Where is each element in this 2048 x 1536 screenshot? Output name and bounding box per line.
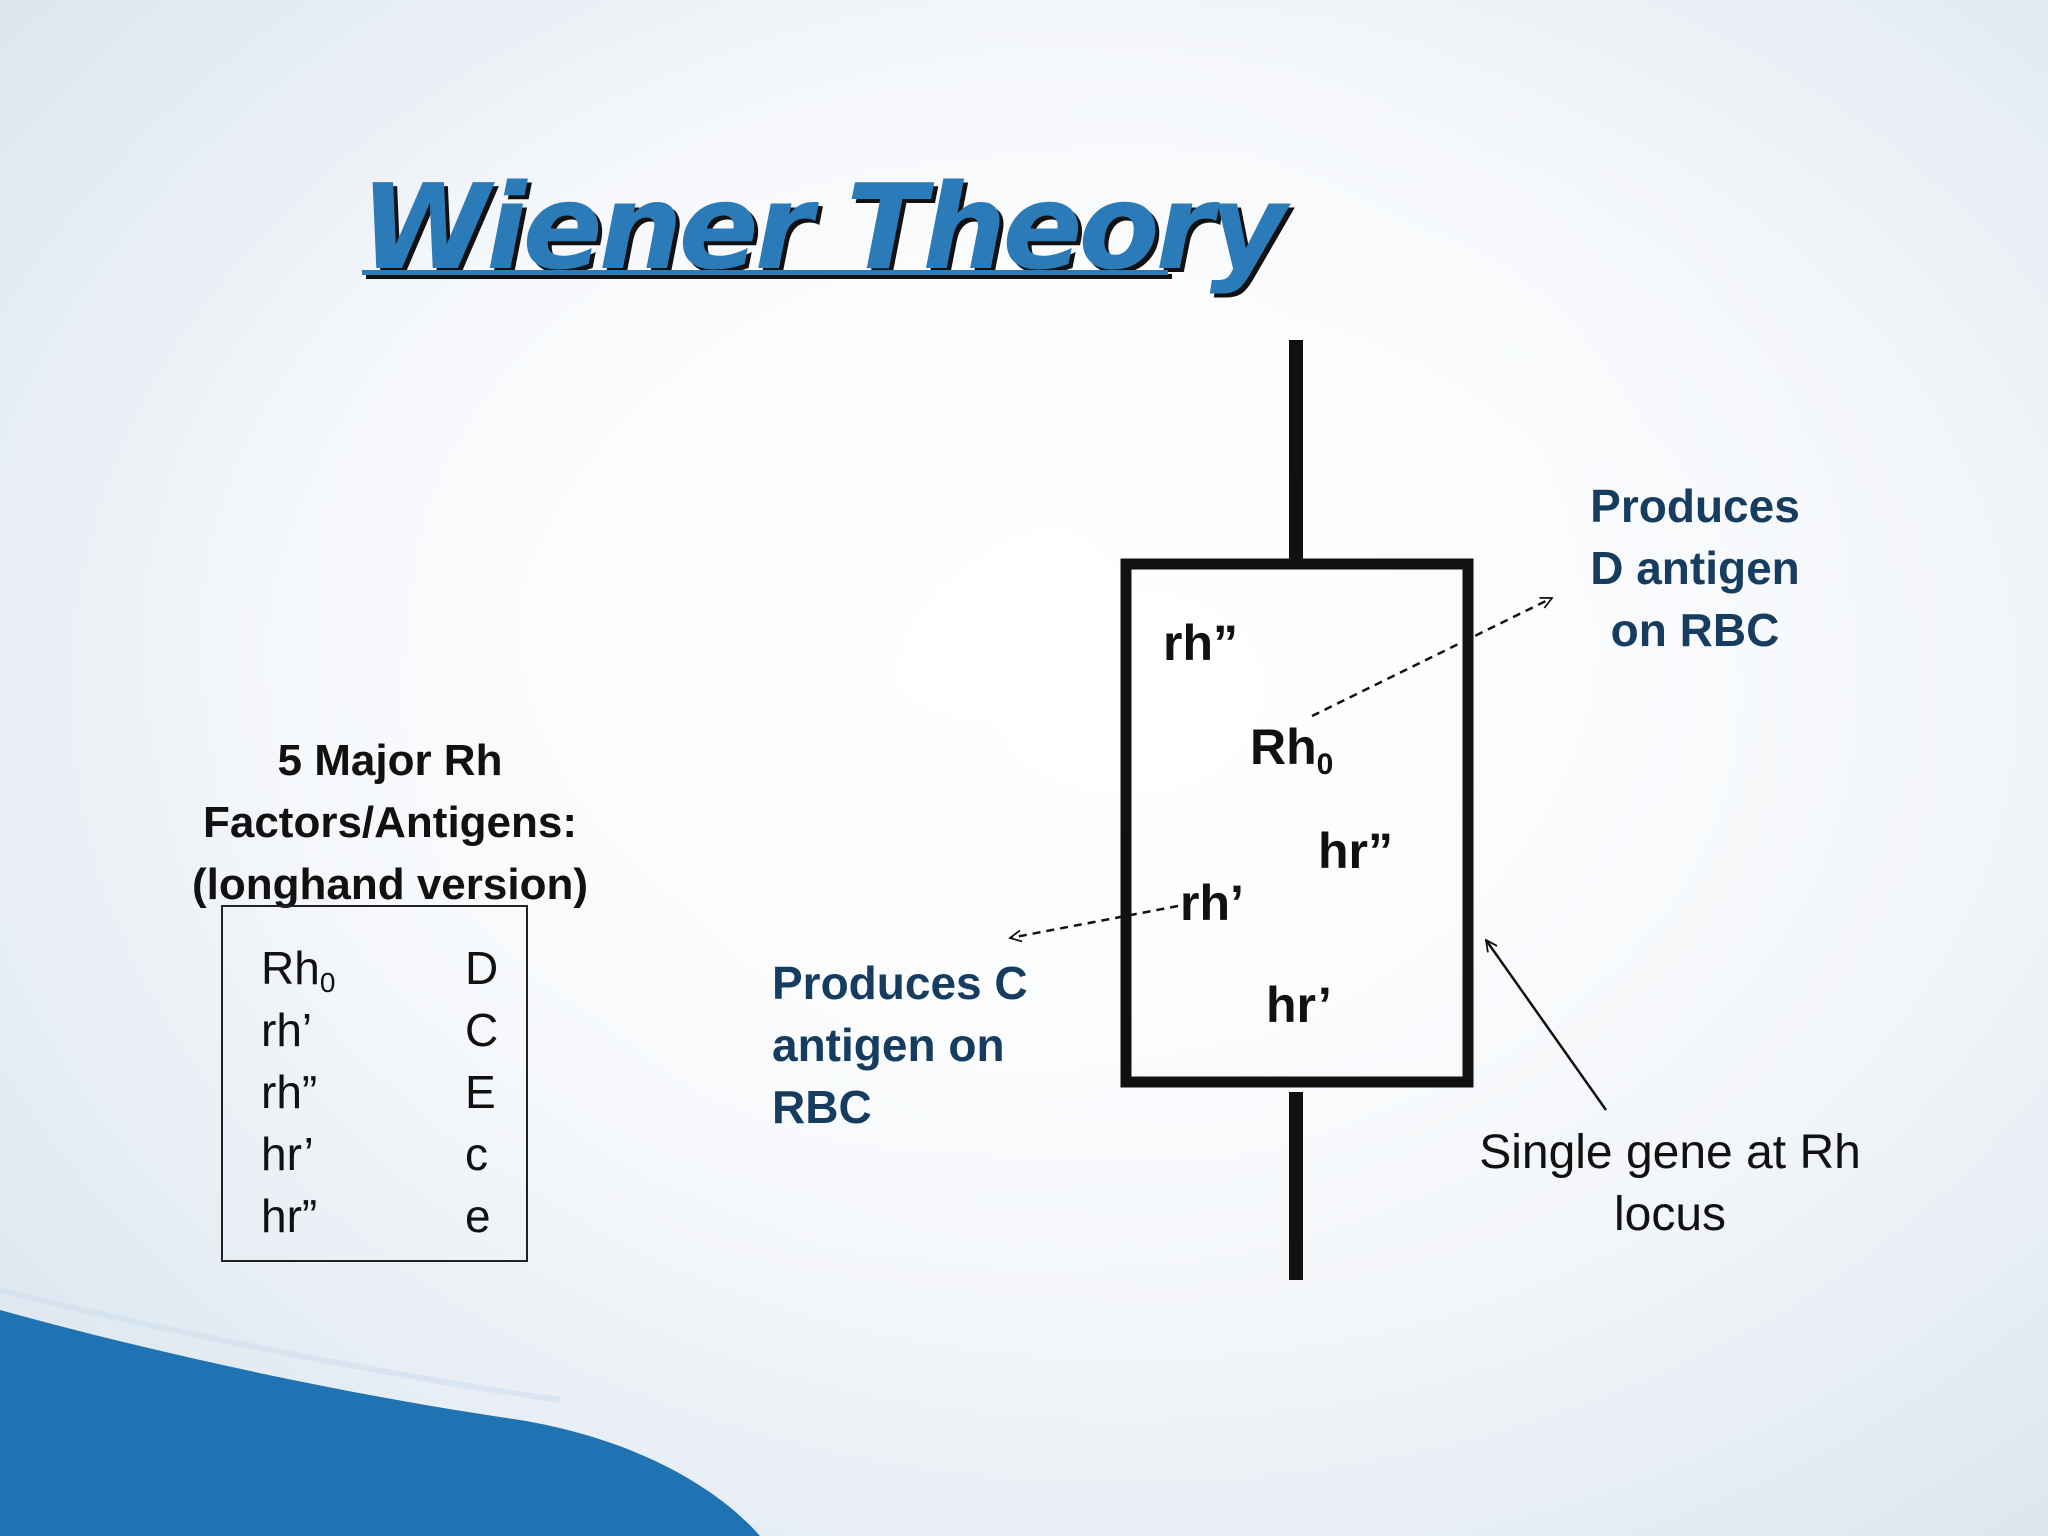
note-line: on RBC [1610,604,1780,656]
factor-symbol: rh’ [261,1004,313,1056]
factors-heading: 5 Major Rh Factors/Antigens: (longhand v… [130,730,650,916]
rh-locus-box [1120,558,1474,1088]
factor-row: hr” e [223,1189,530,1251]
factor-symbol: rh” [261,1066,318,1118]
note-line: Produces C [772,957,1028,1009]
factor-antigen: C [465,1004,499,1056]
factor-symbol: hr” [261,1190,318,1242]
note-line: locus [1613,1188,1727,1241]
factor-row: hr’ c [223,1127,530,1189]
note-line: D antigen [1590,542,1800,594]
arrow-to-c-note [1010,904,1179,938]
note-d-antigen: Produces D antigen on RBC [1560,475,1830,661]
label-hr-prime: hr’ [1266,977,1332,1033]
factor-antigen: c [465,1128,488,1180]
arrow-to-d-note [1311,596,1552,718]
label-hr-double-prime: hr” [1318,823,1393,879]
label-rh0: Rh0 [1250,719,1334,781]
factor-row: rh” E [223,1065,530,1127]
title-underline [362,270,1168,275]
note-c-antigen: Produces C antigen on RBC [772,952,1092,1138]
factors-table: Rh0 D rh’ C rh” E hr’ c hr” e [221,905,528,1262]
label-rh-double-prime: rh” [1163,615,1238,671]
note-single-gene: Single gene at Rh locus [1440,1122,1900,1246]
factor-symbol: Rh0 [261,942,336,998]
note-line: Single gene at Rh [1479,1126,1861,1179]
arrow-to-gene-box [1486,940,1608,1111]
factor-antigen: D [465,942,499,994]
note-line: antigen on [772,1019,1005,1071]
factor-row: rh’ C [223,1003,530,1065]
factors-heading-line: (longhand version) [192,860,588,909]
factors-heading-line: Factors/Antigens: [202,798,578,847]
note-line: RBC [772,1081,872,1133]
factor-antigen: E [465,1066,496,1118]
note-line: Produces [1590,480,1800,532]
factor-row: Rh0 D [223,941,530,1003]
factors-heading-line: 5 Major Rh [277,736,503,785]
factor-antigen: e [465,1190,491,1242]
factor-symbol: hr’ [261,1128,314,1180]
label-rh-prime: rh’ [1180,875,1244,931]
